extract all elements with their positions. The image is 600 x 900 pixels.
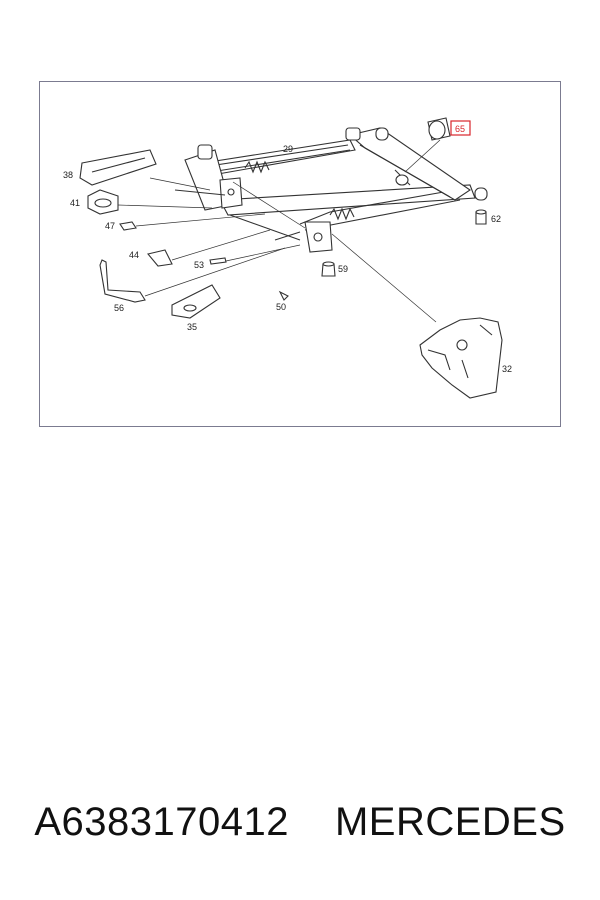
part-38-bracket — [79, 149, 157, 186]
callout-labels: 29 32 35 38 41 47 44 53 56 50 59 62 65 — [63, 120, 512, 374]
callout-50: 50 — [276, 302, 286, 312]
callout-62: 62 — [491, 214, 501, 224]
part-32-bracket — [419, 317, 503, 399]
callout-44: 44 — [129, 250, 139, 260]
callout-47: 47 — [105, 221, 115, 231]
callout-56: 56 — [114, 303, 124, 313]
part-number: A6383170412 — [34, 800, 289, 844]
callout-38: 38 — [63, 170, 73, 180]
part-44-plate — [147, 249, 173, 267]
callout-35: 35 — [187, 322, 197, 332]
callout-59: 59 — [338, 264, 348, 274]
part-47-tab — [119, 221, 137, 231]
callout-32: 32 — [502, 364, 512, 374]
callout-53: 53 — [194, 260, 204, 270]
part-53-strip — [209, 257, 227, 265]
brand-name: MERCEDES — [334, 800, 566, 844]
part-35-skid — [171, 284, 221, 319]
callout-65[interactable]: 65 — [455, 124, 465, 134]
part-56-bracket — [99, 259, 146, 303]
subframe-assembly — [174, 127, 488, 253]
callout-29: 29 — [283, 144, 293, 154]
part-50-clip — [278, 290, 289, 301]
callout-41: 41 — [70, 198, 80, 208]
leader-lines — [117, 139, 441, 323]
highlight-box — [450, 120, 471, 136]
caption: A6383170412 MERCEDES — [0, 800, 600, 860]
